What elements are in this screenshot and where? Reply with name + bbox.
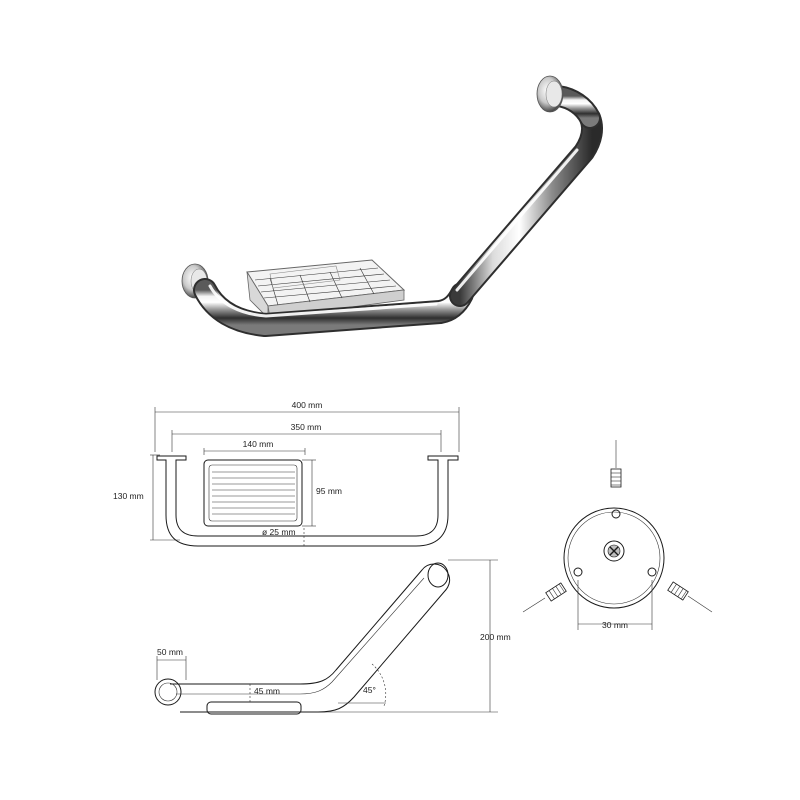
- dim-height: 130 mm: [113, 491, 144, 501]
- dim-basket-depth: 45 mm: [254, 686, 280, 696]
- screw-hole-top: [611, 509, 621, 519]
- screw-top-icon: [610, 468, 622, 488]
- dim-rose-depth: 50 mm: [157, 647, 183, 657]
- dim-width-overall: 400 mm: [292, 400, 323, 410]
- dim-angle: 45°: [363, 685, 376, 695]
- dim-total-height: 200 mm: [480, 632, 511, 642]
- dim-rose-width: 30 mm: [602, 620, 628, 630]
- dim-basket-height: 95 mm: [316, 486, 342, 496]
- screw-hole-right: [647, 567, 657, 577]
- right-wall-rose: [536, 75, 564, 113]
- screw-right-icon: [667, 581, 689, 601]
- front-view-drawing: 400 mm 350 mm 140 mm 130 mm 95 mm: [113, 400, 460, 548]
- dim-tube-diameter: ø 25 mm: [262, 527, 296, 537]
- side-view-drawing: 200 mm 50 mm 45 mm 45°: [154, 559, 511, 715]
- dim-width-centers: 350 mm: [291, 422, 322, 432]
- mount-detail: 30 mm: [522, 440, 713, 630]
- dim-basket-width: 140 mm: [243, 439, 274, 449]
- screw-hole-left: [573, 567, 583, 577]
- screw-left-icon: [545, 582, 567, 602]
- product-photo: [181, 75, 603, 337]
- grab-bar-tube: [193, 85, 603, 337]
